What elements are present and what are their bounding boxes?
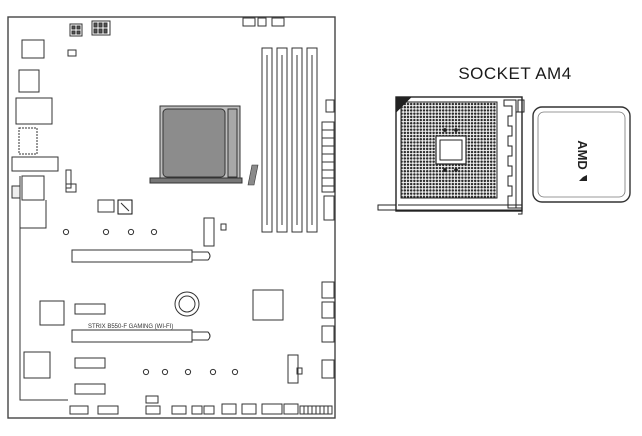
bottom-headers — [69, 395, 333, 415]
cpu-body — [532, 106, 631, 203]
amd-cpu: AMD — [532, 106, 631, 203]
sata-ports — [321, 281, 335, 379]
socket-title: SOCKET AM4 — [458, 64, 572, 83]
board-cpu-socket — [149, 105, 259, 186]
socket-lever — [503, 99, 517, 209]
dimm-slots — [261, 47, 318, 233]
top-headers — [67, 17, 285, 57]
m2-slots — [62, 217, 303, 384]
amd-logo-arrow — [579, 175, 587, 181]
rear-io — [11, 39, 68, 401]
chipset-area — [23, 289, 284, 379]
board-model-label: STRIX B550-F GAMING (WI-FI) — [88, 324, 173, 330]
pcie-slots — [71, 249, 211, 395]
board-outline — [7, 16, 336, 419]
motherboard — [7, 16, 336, 419]
socket-detail — [377, 96, 525, 215]
amd-logo-text: AMD — [575, 140, 590, 170]
atx-power — [321, 99, 335, 221]
misc-components — [65, 169, 133, 215]
pin1-marker — [396, 97, 412, 113]
